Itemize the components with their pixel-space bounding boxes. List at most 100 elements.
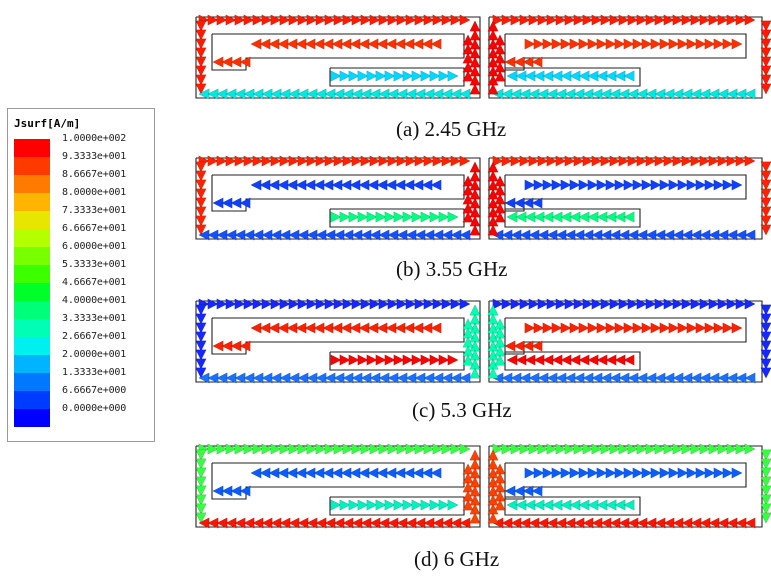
current-arrow: [654, 298, 666, 310]
current-arrow: [546, 155, 558, 167]
current-arrow: [519, 298, 531, 310]
current-arrow: [519, 14, 531, 26]
current-arrow: [411, 70, 423, 82]
current-arrow: [195, 83, 207, 95]
current-arrow: [510, 443, 522, 455]
current-arrow: [288, 298, 300, 310]
current-arrow: [447, 211, 459, 223]
current-arrow: [627, 298, 639, 310]
current-arrow: [668, 38, 680, 50]
current-arrow: [551, 179, 563, 191]
current-arrow: [510, 14, 522, 26]
current-arrow: [686, 322, 698, 334]
legend-swatch: [14, 337, 50, 355]
current-arrow: [195, 206, 207, 218]
current-arrow: [645, 298, 657, 310]
current-arrow: [494, 499, 506, 511]
legend-value: 4.0000e+001: [62, 295, 127, 306]
current-arrow: [690, 298, 702, 310]
legend-value: 3.3333e+001: [62, 313, 127, 324]
current-arrow: [447, 70, 459, 82]
current-arrow: [494, 354, 506, 366]
current-arrow: [396, 443, 408, 455]
current-arrow: [297, 14, 309, 26]
current-arrow: [623, 70, 635, 82]
current-arrow: [605, 38, 617, 50]
current-arrow: [405, 155, 417, 167]
current-arrow: [360, 14, 372, 26]
current-arrow: [717, 298, 729, 310]
legend-swatch: [14, 175, 50, 193]
current-arrow: [420, 354, 432, 366]
current-arrow: [195, 161, 207, 173]
current-arrow: [760, 458, 771, 470]
current-arrow: [510, 155, 522, 167]
current-arrow: [195, 494, 207, 506]
legend-value: 6.0000e+001: [62, 241, 127, 252]
current-arrow: [333, 155, 345, 167]
legend-entry: 2.0000e+001: [14, 349, 150, 373]
current-arrow: [760, 503, 771, 515]
current-arrow: [195, 349, 207, 361]
current-arrow: [760, 161, 771, 173]
current-arrow: [487, 224, 499, 236]
current-arrow: [587, 467, 599, 479]
current-arrow: [744, 14, 756, 26]
current-arrow: [261, 443, 273, 455]
current-arrow: [596, 467, 608, 479]
current-arrow: [420, 499, 432, 511]
antenna-panel-a: [195, 14, 771, 100]
current-arrow: [225, 14, 237, 26]
current-arrow: [744, 88, 756, 100]
current-arrow: [396, 155, 408, 167]
current-arrow: [654, 443, 666, 455]
current-arrow: [315, 443, 327, 455]
current-arrow: [234, 443, 246, 455]
current-arrow: [663, 298, 675, 310]
legend-entry: 3.3333e+001: [14, 313, 150, 337]
legend-entry: 6.6667e+001: [14, 223, 150, 247]
current-arrow: [195, 29, 207, 41]
current-arrow: [369, 298, 381, 310]
current-arrow: [569, 322, 581, 334]
current-arrow: [357, 211, 369, 223]
current-arrow: [645, 14, 657, 26]
current-arrow: [195, 65, 207, 77]
current-arrow: [420, 70, 432, 82]
current-arrow: [207, 14, 219, 26]
current-arrow: [623, 499, 635, 511]
current-arrow: [531, 56, 543, 68]
current-arrow: [430, 467, 442, 479]
legend-swatch: [14, 139, 50, 157]
current-arrow: [708, 298, 720, 310]
current-arrow: [487, 367, 499, 379]
current-arrow: [492, 14, 504, 26]
current-arrow: [668, 322, 680, 334]
current-arrow: [387, 298, 399, 310]
current-arrow: [578, 179, 590, 191]
current-arrow: [441, 155, 453, 167]
current-arrow: [330, 70, 342, 82]
current-arrow: [681, 155, 693, 167]
current-arrow: [195, 179, 207, 191]
current-arrow: [760, 38, 771, 50]
current-arrow: [760, 476, 771, 488]
legend-swatch: [14, 247, 50, 265]
current-arrow: [537, 155, 549, 167]
current-arrow: [225, 443, 237, 455]
current-arrow: [366, 354, 378, 366]
current-arrow: [591, 298, 603, 310]
current-arrow: [393, 354, 405, 366]
current-arrow: [618, 155, 630, 167]
current-arrow: [623, 354, 635, 366]
current-arrow: [677, 322, 689, 334]
current-arrow: [405, 443, 417, 455]
current-arrow: [760, 322, 771, 334]
current-arrow: [578, 38, 590, 50]
current-arrow: [423, 443, 435, 455]
current-arrow: [306, 14, 318, 26]
legend-entry: 0.0000e+000: [14, 403, 150, 427]
legend-swatch: [14, 211, 50, 229]
current-arrow: [450, 443, 462, 455]
